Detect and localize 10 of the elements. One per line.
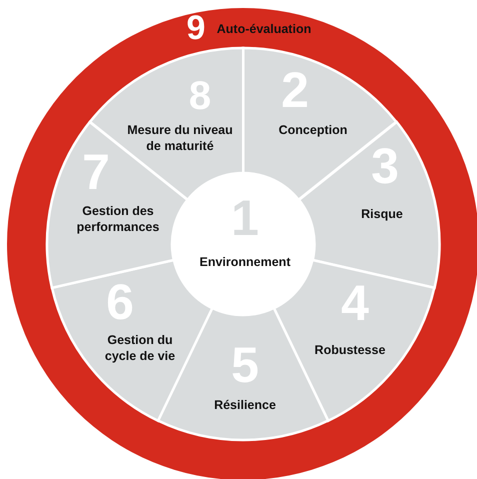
step-label: Environnement [198,254,292,270]
step-label: Gestion du cycle de vie [104,332,176,364]
step-label: Gestion des performances [76,202,160,235]
step-label: Risque [360,206,404,222]
step-label: Mesure du niveau de maturité [126,122,234,154]
step-number: 9 [186,11,206,45]
step-label: Conception [278,122,348,138]
step-label: Robustesse [314,342,386,358]
step-label: Auto-évaluation [216,21,312,37]
step-label: Résilience [213,396,277,413]
